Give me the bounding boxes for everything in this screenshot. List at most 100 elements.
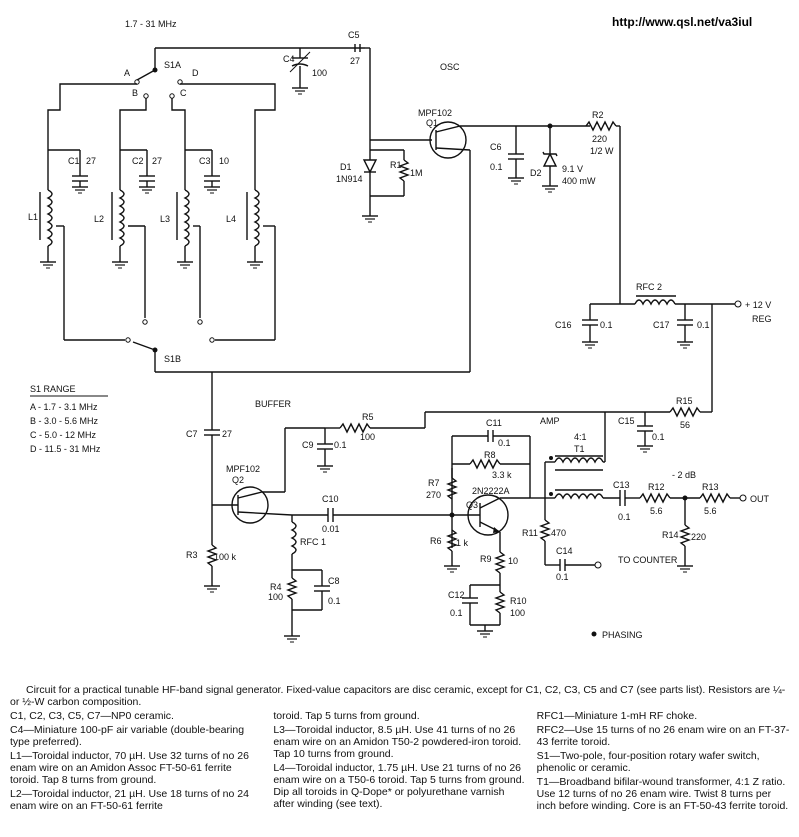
svg-text:1N914: 1N914 [336,174,363,184]
svg-text:27: 27 [350,56,360,66]
svg-text:1/2 W: 1/2 W [590,146,614,156]
svg-text:10: 10 [508,556,518,566]
svg-text:R1: R1 [390,160,402,170]
svg-text:220: 220 [592,134,607,144]
svg-text:+ 12 V: + 12 V [745,300,771,310]
svg-text:C15: C15 [618,416,635,426]
svg-text:5.6: 5.6 [704,506,717,516]
svg-text:C12: C12 [448,590,465,600]
svg-text:0.1: 0.1 [618,512,631,522]
caption-title: Circuit for a practical tunable HF-band … [10,684,786,708]
svg-text:RFC 2: RFC 2 [636,282,662,292]
svg-text:100: 100 [312,68,327,78]
parts-entry: RFC1—Miniature 1-mH RF choke. [536,710,698,722]
svg-text:100: 100 [268,592,283,602]
q1-oscillator: MPF102 Q1 D1 1N914 R1 1M [336,108,590,372]
svg-text:100: 100 [510,608,525,618]
svg-text:REG: REG [752,314,772,324]
svg-text:Q3: Q3 [466,500,478,510]
caption: Circuit for a practical tunable HF-band … [10,684,790,814]
buffer-stage: C7 27 MPF102 Q2 C9 0.1 R5 100 R3 100 k [186,372,605,593]
svg-text:C13: C13 [613,480,630,490]
range-table-title: S1 RANGE [30,384,76,394]
svg-text:5.6: 5.6 [650,506,663,516]
svg-text:Q2: Q2 [232,475,244,485]
svg-text:OUT: OUT [750,494,770,504]
svg-text:0.1: 0.1 [334,440,347,450]
buffer-source: RFC 1 R4 100 C8 0.1 C10 0.01 [268,494,452,643]
svg-text:56: 56 [680,420,690,430]
circuit-schematic: http://www.qsl.net/va3iul 1.7 - 31 MHz O… [28,15,772,643]
svg-text:R5: R5 [362,412,374,422]
svg-text:T1: T1 [574,444,585,454]
svg-text:4:1: 4:1 [574,432,587,442]
svg-text:- 2 dB: - 2 dB [672,470,696,480]
svg-text:C: C [180,88,187,98]
parts-list: C1, C2, C3, C5, C7—NP0 ceramic. C4—Minia… [10,710,790,814]
svg-text:C2: C2 [132,156,144,166]
svg-text:400 mW: 400 mW [562,176,596,186]
svg-text:L3: L3 [160,214,170,224]
svg-text:C6: C6 [490,142,502,152]
svg-text:D1: D1 [340,162,352,172]
svg-text:C11: C11 [486,418,502,428]
parts-entry: C1, C2, C3, C5, C7—NP0 ceramic. [10,710,174,722]
supply-filter: RFC 2 + 12 V REG C16 0.1 C17 0.1 R15 56 … [555,282,772,462]
url-text: http://www.qsl.net/va3iul [612,15,752,29]
parts-entry: L3—Toroidal inductor, 8.5 µH. Use 41 tur… [273,724,522,760]
s1b-switch: S1B [64,310,470,373]
svg-text:S1A: S1A [164,60,181,70]
svg-text:R6: R6 [430,536,442,546]
svg-text:2N2222A: 2N2222A [472,486,510,496]
parts-entry: toroid. Tap 5 turns from ground. [273,710,420,722]
svg-text:L1: L1 [28,212,38,222]
parts-list-col-2: toroid. Tap 5 turns from ground. L3—Toro… [273,710,526,814]
buffer-label: BUFFER [255,399,292,409]
svg-text:0.01: 0.01 [322,524,340,534]
svg-text:27: 27 [86,156,96,166]
svg-text:Q1: Q1 [426,118,438,128]
svg-text:0.1: 0.1 [652,432,665,442]
svg-text:C3: C3 [199,156,211,166]
svg-text:C14: C14 [556,546,573,556]
svg-text:100: 100 [360,432,375,442]
osc-label: OSC [440,62,460,72]
svg-text:C5: C5 [348,30,360,40]
svg-text:R7: R7 [428,478,440,488]
svg-text:R15: R15 [676,396,693,406]
range-row: A - 1.7 - 3.1 MHz [30,402,98,412]
phasing-legend: PHASING [591,630,643,640]
svg-text:0.1: 0.1 [600,320,613,330]
range-row: B - 3.0 - 5.6 MHz [30,416,99,426]
svg-text:3.3 k: 3.3 k [492,470,512,480]
svg-text:C4: C4 [283,54,295,64]
svg-text:RFC 1: RFC 1 [300,537,326,547]
parts-entry: L4—Toroidal inductor, 1.75 µH. Use 21 tu… [273,762,525,810]
svg-text:R11: R11 [522,528,538,538]
svg-text:1 k: 1 k [456,538,469,548]
amp-stage: C11 0.1 R8 3.3 k R7 270 R6 1 k 2N2222A Q… [426,418,531,638]
svg-text:0.1: 0.1 [697,320,710,330]
range-row: D - 11.5 - 31 MHz [30,444,101,454]
coil-bank: C1 27 L1 C2 27 L2 C3 10 [28,149,276,340]
svg-text:L2: L2 [94,214,104,224]
amp-label: AMP [540,416,560,426]
parts-entry: L1—Toroidal inductor, 70 µH. Use 32 turn… [10,750,249,786]
svg-text:0.1: 0.1 [556,572,569,582]
svg-text:A: A [124,68,130,78]
range-table: S1 RANGE A - 1.7 - 3.1 MHz B - 3.0 - 5.6… [30,384,108,454]
svg-text:C8: C8 [328,576,340,586]
parts-entry: T1—Broadband bifilar-wound transformer, … [536,776,789,812]
svg-text:10: 10 [219,156,229,166]
svg-text:C17: C17 [653,320,670,330]
svg-text:220: 220 [691,532,706,542]
parts-list-col-1: C1, C2, C3, C5, C7—NP0 ceramic. C4—Minia… [10,710,263,814]
svg-text:R9: R9 [480,554,492,564]
svg-text:C10: C10 [322,494,339,504]
svg-text:R10: R10 [510,596,527,606]
svg-text:R13: R13 [702,482,719,492]
svg-text:TO COUNTER: TO COUNTER [618,555,678,565]
svg-text:9.1 V: 9.1 V [562,164,583,174]
svg-text:C9: C9 [302,440,314,450]
